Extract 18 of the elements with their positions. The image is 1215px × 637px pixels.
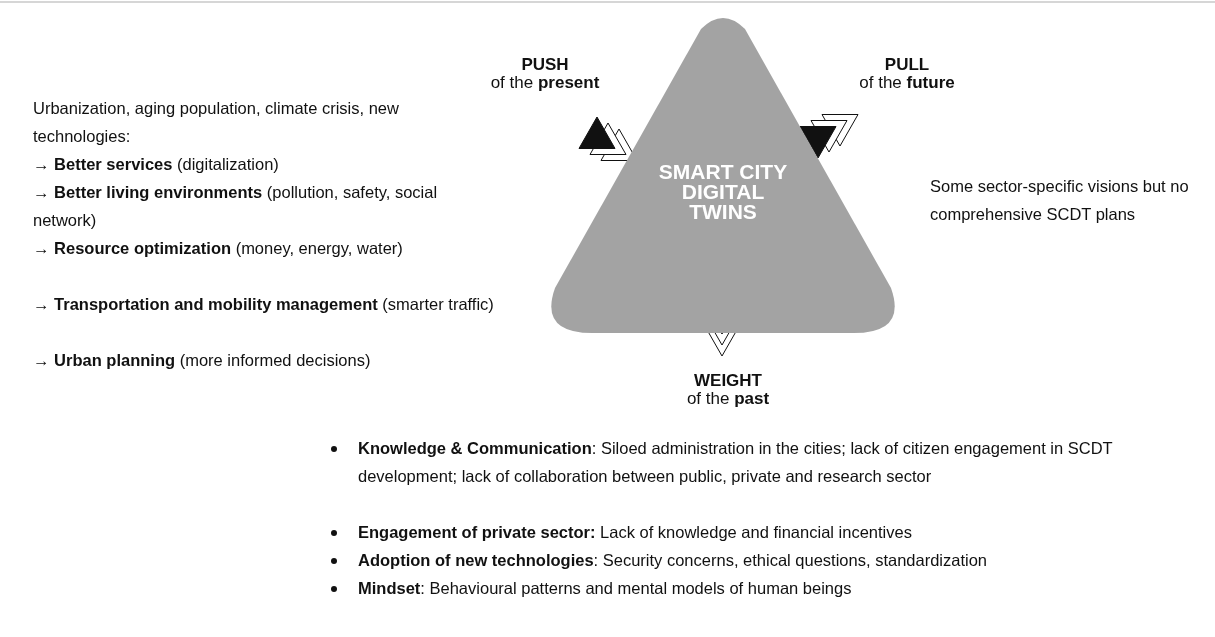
force-label: of the future [858,73,956,92]
text-line: → Better living environments (pollution, safety, social network) [33,182,439,231]
bullet-text: Mindset: Behavioural patterns and mental models of human beings [358,578,853,599]
text-line: → Urban planning (more informed decisions) [33,350,372,371]
force-label: PUSH [520,55,570,74]
bullet-text: Knowledge & Communication: Siloed administration in the cities; lack of citizen engagement in SCDT development; lack of collaboration between public, private and research sector [358,438,1114,487]
force-label: WEIGHT [693,371,763,390]
force-label: of the present [489,73,601,92]
node-title: SMART CITY DIGITAL TWINS [657,162,789,222]
text-line: → Transportation and mobility management (smarter traffic) [33,294,495,315]
force-label: PULL [883,55,931,74]
bullet-text: Engagement of private sector: Lack of knowledge and financial incentives [358,522,913,543]
text-line: → Better services (digitalization) [33,154,280,175]
text-line: → Resource optimization (money, energy, water) [33,238,404,259]
text-line: Urbanization, aging population, climate crisis, new technologies: [33,98,400,147]
text-line: Some sector-specific visions but no comprehensive SCDT plans [930,176,1190,225]
bullet-text: Adoption of new technologies: Security concerns, ethical questions, standardization [358,550,989,571]
force-label: of the past [685,389,771,408]
